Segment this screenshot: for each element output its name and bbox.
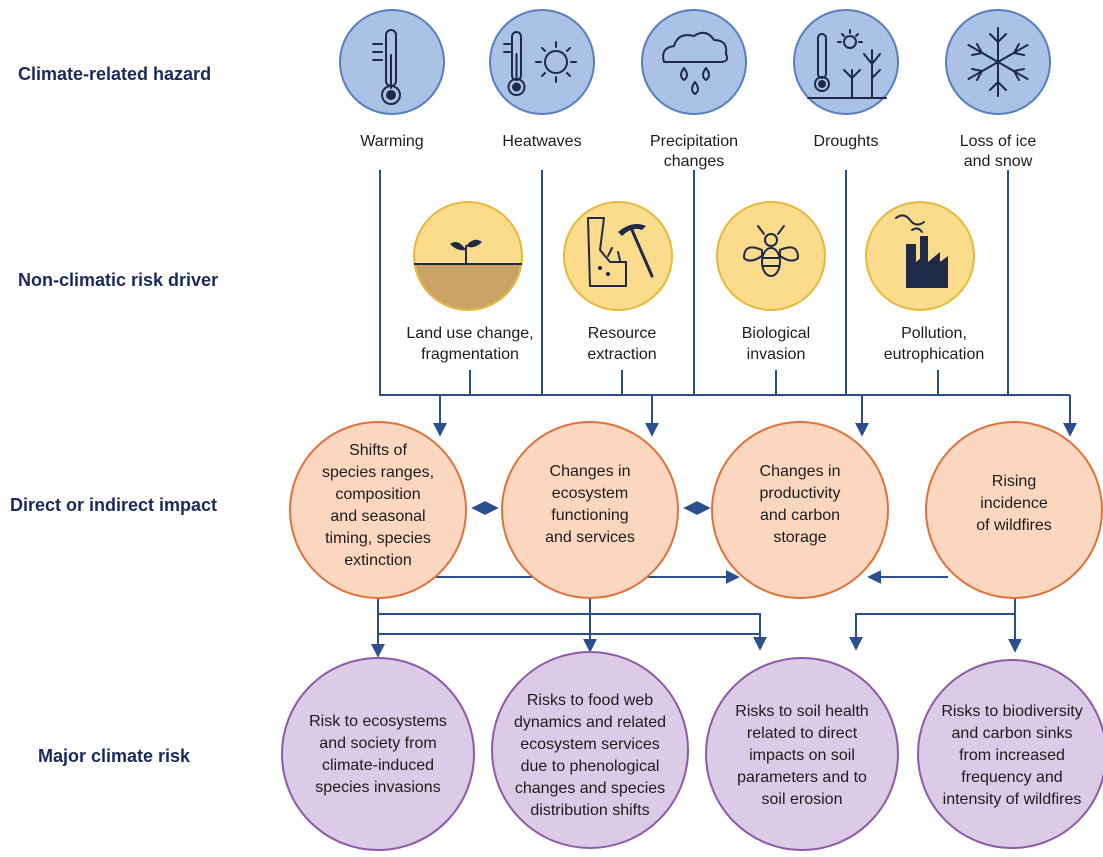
risk-text-line: and carbon sinks: [952, 725, 1073, 742]
risk-text-line: species invasions: [315, 779, 440, 796]
risk-text-line: and society from: [319, 735, 436, 752]
risk-text-line: due to phenological: [521, 758, 660, 775]
impact-text-line: functioning: [551, 507, 628, 524]
risk-node-species-invasions: Risk to ecosystems and society from clim…: [281, 657, 475, 851]
seedling-icon: [450, 239, 482, 265]
risk-text-line: Risks to biodiversity: [941, 703, 1082, 720]
driver-label-line: Land use change,: [406, 325, 533, 342]
hazard-label-line: Loss of ice: [960, 133, 1037, 150]
risk-text-line: parameters and to: [737, 769, 867, 786]
driver-node-pollution: Pollution, eutrophication: [865, 201, 985, 363]
row-label-driver: Non-climatic risk driver: [18, 270, 218, 290]
risk-text-line: impacts on soil: [749, 747, 855, 764]
arrow-impact2-to-risk-1: [378, 597, 591, 635]
driver-label-line: fragmentation: [421, 346, 519, 363]
impact-node-species-shifts: Shifts of species ranges, composition an…: [289, 421, 467, 599]
drought-icon: [807, 29, 887, 99]
risk-text-line: distribution shifts: [530, 802, 649, 819]
snowflake-icon: [967, 27, 1029, 97]
hazard-collector-line: [379, 170, 1070, 396]
risk-text-line: Risks to soil health: [735, 703, 868, 720]
hazard-node-heatwaves: Heatwaves: [489, 9, 595, 150]
hazard-label-line: Droughts: [814, 133, 879, 150]
row-label-hazard: Climate-related hazard: [18, 64, 211, 84]
flow-connectors: [371, 170, 1077, 658]
driver-node-resource-extraction: Resource extraction: [563, 201, 673, 363]
impact-text-line: timing, species: [325, 530, 431, 547]
row-label-impact: Direct or indirect impact: [10, 495, 217, 515]
hazard-label-line: Precipitation: [650, 133, 738, 150]
impact-text-line: ecosystem: [552, 485, 628, 502]
impact-text-line: Rising: [992, 473, 1036, 490]
risk-node-soil-health: Risks to soil health related to direct i…: [705, 657, 899, 851]
mining-pickaxe-icon: [587, 217, 654, 287]
driver-label-line: Biological: [742, 325, 810, 342]
impact-text-line: incidence: [980, 495, 1048, 512]
risk-text-line: intensity of wildfires: [943, 791, 1082, 808]
hazard-label-line: changes: [664, 153, 725, 170]
impact-text-line: and services: [545, 529, 635, 546]
factory-icon: [895, 214, 948, 288]
risk-text-line: climate-induced: [322, 757, 434, 774]
hazard-node-ice-snow: Loss of ice and snow: [945, 9, 1051, 170]
impact-text-line: composition: [335, 486, 420, 503]
impact-text-line: and carbon: [760, 507, 840, 524]
impact-text-line: productivity: [760, 485, 841, 502]
impact-text-line: Changes in: [760, 463, 841, 480]
driver-label-line: extraction: [587, 346, 656, 363]
thermometer-sun-icon: [503, 31, 577, 96]
impact-text-line: extinction: [344, 552, 412, 569]
risk-text-line: changes and species: [515, 780, 665, 797]
impact-text-line: Changes in: [550, 463, 631, 480]
risk-text-line: Risks to food web: [527, 692, 653, 709]
impact-node-ecosystem-functioning: Changes in ecosystem functioning and ser…: [501, 421, 679, 599]
risk-text-line: soil erosion: [762, 791, 843, 808]
arrow-impact4-to-risk-3: [849, 613, 1015, 651]
driver-label-line: Resource: [588, 325, 657, 342]
hazard-node-warming: Warming: [339, 9, 445, 150]
hazard-node-droughts: Droughts: [793, 9, 899, 150]
risk-node-wildfire-biodiversity: Risks to biodiversity and carbon sinks f…: [917, 659, 1103, 849]
risk-node-food-web: Risks to food web dynamics and related e…: [491, 651, 689, 849]
hazard-label-line: and snow: [964, 153, 1033, 170]
insect-icon: [743, 225, 799, 277]
risk-text-line: Risk to ecosystems: [309, 713, 447, 730]
hazard-node-precipitation: Precipitation changes: [641, 9, 747, 170]
driver-label-line: Pollution,: [901, 325, 967, 342]
impact-text-line: storage: [773, 529, 826, 546]
driver-node-land-use: Land use change, fragmentation: [406, 201, 534, 363]
driver-label-line: invasion: [747, 346, 806, 363]
hazard-label-line: Warming: [360, 133, 423, 150]
arrow-impact1-to-risk-3: [378, 613, 767, 651]
cloud-rain-icon: [662, 31, 729, 95]
hazard-label-line: Heatwaves: [502, 133, 581, 150]
impact-text-line: and seasonal: [330, 508, 425, 525]
impact-node-productivity-carbon: Changes in productivity and carbon stora…: [711, 421, 889, 599]
risk-text-line: dynamics and related: [514, 714, 666, 731]
risk-text-line: related to direct: [747, 725, 858, 742]
risk-text-line: frequency and: [961, 769, 1062, 786]
impact-text-line: of wildfires: [976, 517, 1052, 534]
risk-text-line: from increased: [959, 747, 1065, 764]
thermometer-icon: [372, 29, 401, 105]
driver-label-line: eutrophication: [884, 346, 985, 363]
risk-text-line: ecosystem services: [520, 736, 660, 753]
impact-node-wildfires: Rising incidence of wildfires: [925, 421, 1103, 599]
row-label-risk: Major climate risk: [38, 746, 191, 766]
impact-text-line: species ranges,: [322, 464, 434, 481]
driver-node-biological-invasion: Biological invasion: [716, 201, 826, 363]
impact-text-line: Shifts of: [349, 442, 407, 459]
